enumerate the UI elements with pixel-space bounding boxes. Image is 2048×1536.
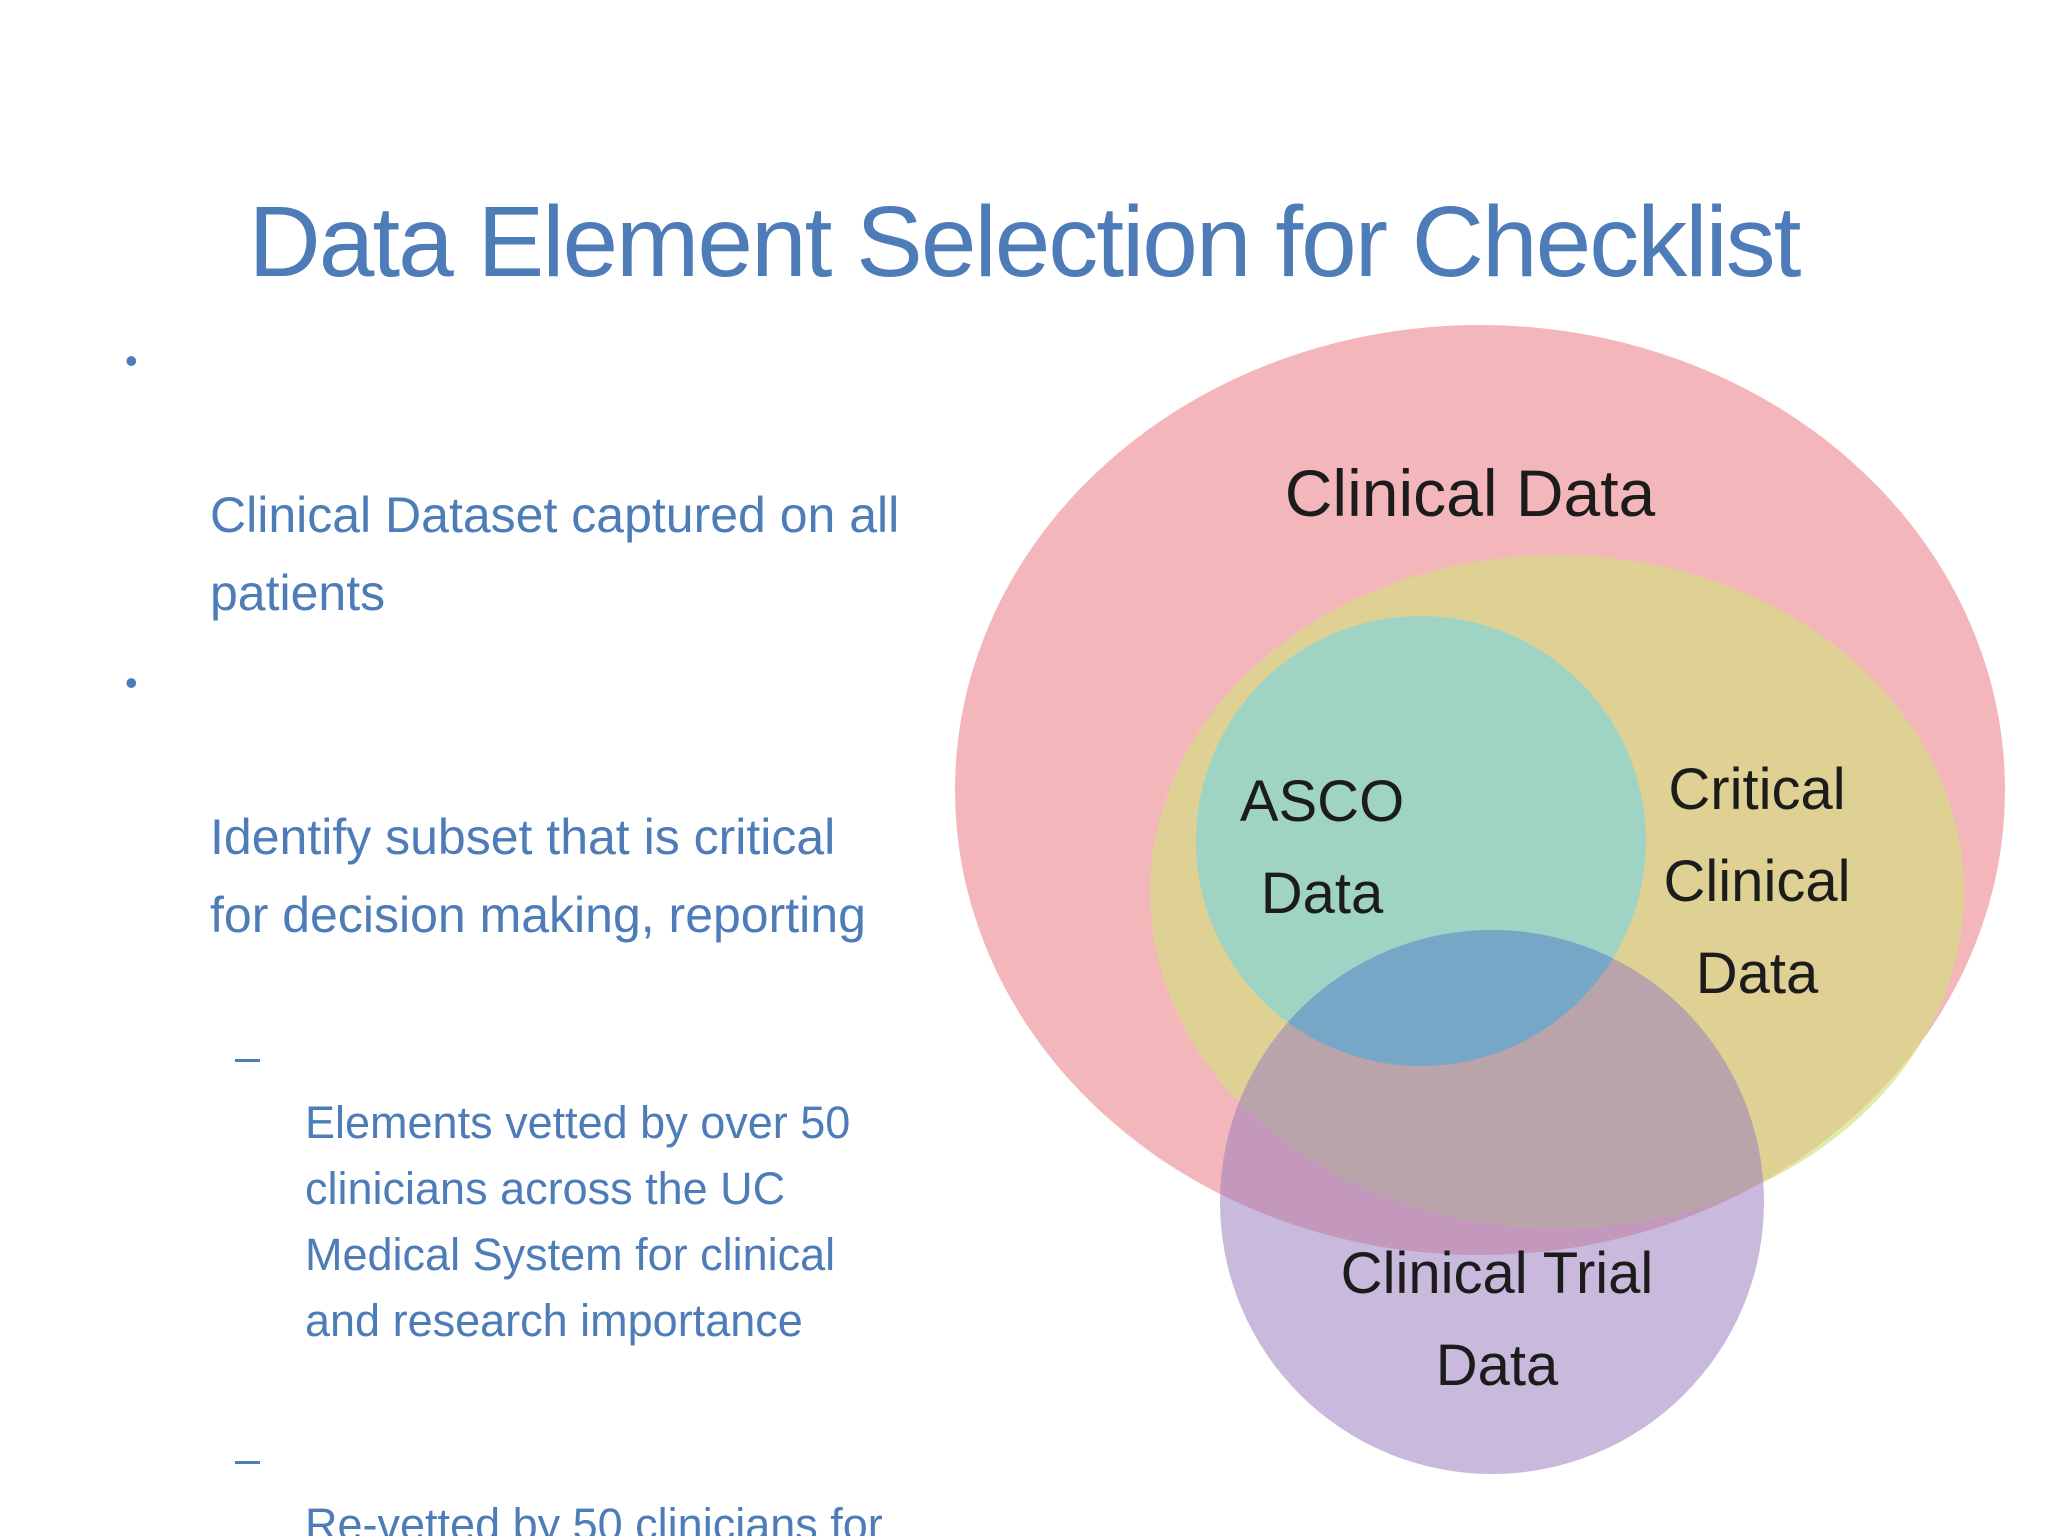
- venn-overlap-asco-trial-lens: [1287, 929, 1613, 1066]
- bullet-text: Identify subset that is critical for dec…: [210, 809, 866, 943]
- venn-circle-clinical-trial-data: [1220, 930, 1764, 1474]
- dash-marker: –: [235, 1433, 261, 1484]
- bullet-text: Re-vetted by 50 clinicians for functiona…: [305, 1499, 883, 1536]
- venn-label-critical-clinical-data: Critical Clinical Data: [1663, 757, 1851, 1006]
- bullet-item-2: • Identify subset that is critical for d…: [115, 642, 975, 954]
- bullet-marker: •: [125, 340, 138, 382]
- bullet-subitem-2: – Re-vetted by 50 clinicians for functio…: [115, 1360, 975, 1536]
- bullet-item-1: • Clinical Dataset captured on all patie…: [115, 320, 975, 632]
- bullet-marker: •: [125, 662, 138, 704]
- bullet-text: Elements vetted by over 50 clinicians ac…: [305, 1097, 851, 1346]
- bullet-subitem-1: – Elements vetted by over 50 clinicians …: [115, 958, 975, 1354]
- bullet-list: • Clinical Dataset captured on all patie…: [115, 320, 975, 1536]
- venn-label-asco-data: ASCO Data: [1239, 769, 1405, 926]
- venn-label-clinical-data: Clinical Data: [1284, 456, 1656, 530]
- bullet-text: Clinical Dataset captured on all patient…: [210, 487, 900, 621]
- slide-title: Data Element Selection for Checklist: [248, 186, 1802, 298]
- dash-marker: –: [235, 1031, 261, 1082]
- venn-label-clinical-trial-data: Clinical Trial Data: [1340, 1241, 1654, 1398]
